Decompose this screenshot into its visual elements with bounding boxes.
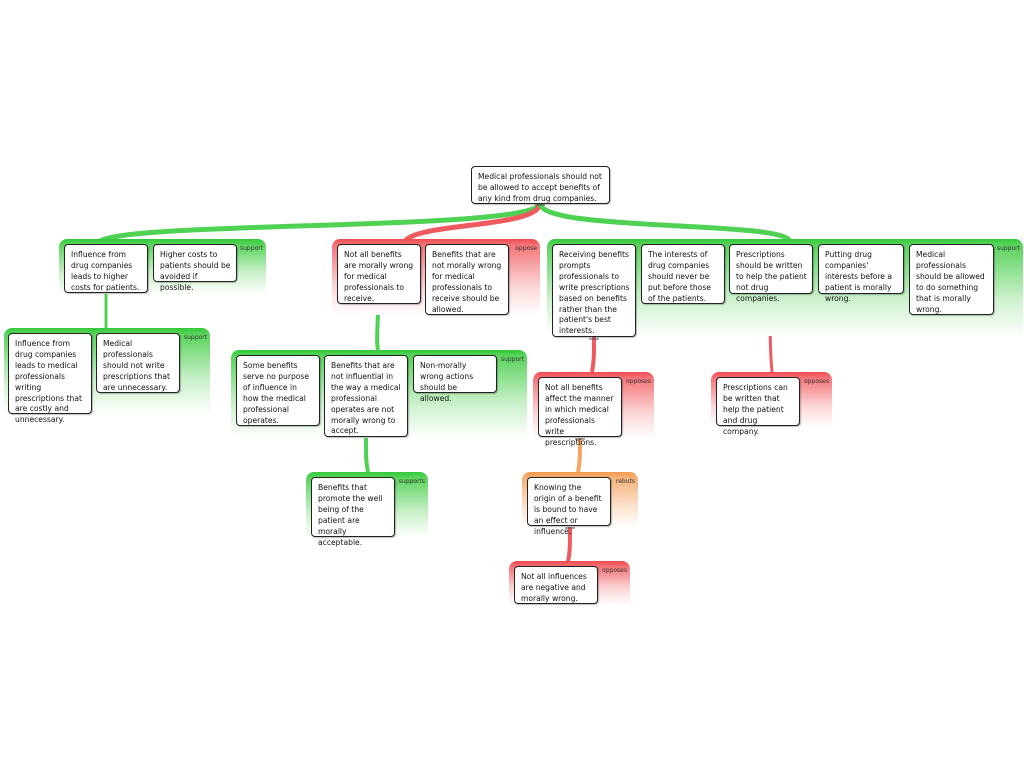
premise-node[interactable]: The interests of drug companies should n… <box>641 244 725 304</box>
link-support-c-supports-d <box>364 436 370 473</box>
premise-node[interactable]: Influence from drug companies leads to m… <box>8 333 92 424</box>
premise-node[interactable]: Higher costs to patients should be avoid… <box>153 244 237 292</box>
link-root-support-a <box>95 201 543 245</box>
link-root-support-e <box>537 201 793 243</box>
premise-node[interactable]: Prescriptions should be written to help … <box>729 244 813 303</box>
group-label: support <box>239 245 263 252</box>
premise-node[interactable]: Knowing the origin of a benefit is bound… <box>527 477 611 536</box>
premise-node[interactable]: Some benefits serve no purpose of influe… <box>236 355 320 426</box>
premise-node[interactable]: Non-morally wrong actions should be allo… <box>413 355 497 403</box>
group-label: support <box>183 334 207 341</box>
premise-node[interactable]: Putting drug companies' interests before… <box>818 244 904 303</box>
premise-node[interactable]: Prescriptions can be written that help t… <box>716 377 800 436</box>
premise-node[interactable]: Benefits that promote the well being of … <box>311 477 395 547</box>
premise-node[interactable]: Not all benefits affect the manner in wh… <box>538 377 622 447</box>
premise-node[interactable]: Receiving benefits prompts professionals… <box>552 244 636 337</box>
premise-node[interactable]: Benefits that are not morally wrong for … <box>425 244 509 315</box>
group-label: opposes <box>626 378 651 385</box>
group-label: supports <box>398 478 425 485</box>
premise-node[interactable]: Medical professionals should not write p… <box>96 333 180 393</box>
link-support-e-opposes-f <box>590 336 596 373</box>
group-label: support <box>500 356 524 363</box>
group-label: oppose <box>515 245 537 252</box>
premise-node[interactable]: Not all benefits are morally wrong for m… <box>337 244 421 304</box>
premise-node[interactable]: Benefits that are not influential in the… <box>324 355 408 437</box>
premise-node[interactable]: Medical professionals should be allowed … <box>909 244 994 315</box>
premise-node[interactable]: Influence from drug companies leads to h… <box>64 244 148 293</box>
root-claim[interactable]: Medical professionals should not be allo… <box>471 166 610 204</box>
link-opposes-f-rebuts-g <box>576 436 582 473</box>
group-label: rebuts <box>615 478 635 485</box>
premise-node[interactable]: Not all influences are negative and mora… <box>514 566 598 604</box>
link-rebuts-g-opposes-h <box>566 525 572 563</box>
group-label: opposes <box>602 567 627 574</box>
link-root-oppose-a <box>403 202 543 243</box>
group-label: support <box>996 245 1020 252</box>
group-label: opposes <box>804 378 829 385</box>
